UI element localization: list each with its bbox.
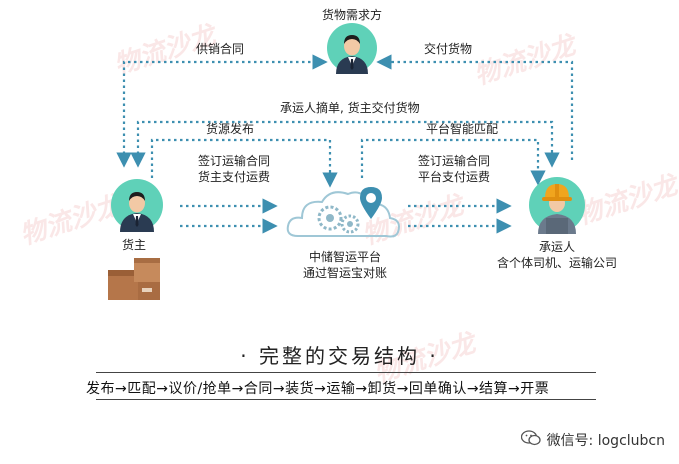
platform-cloud-icon: [284, 184, 404, 244]
cargo-boxes-icon: [106, 256, 162, 300]
carrier-label-2: 含个体司机、运输公司: [496, 256, 617, 270]
divider-bottom: [96, 399, 596, 400]
deliver-goods-arrow: [376, 54, 574, 160]
smart-match-label: 平台智能匹配: [426, 122, 499, 136]
cargo-publish-label: 货源发布: [206, 122, 255, 136]
shipper-label: 货主: [122, 238, 147, 252]
left-contract-label-2: 货主支付运费: [198, 170, 271, 184]
platform-label-1: 中储智运平台: [308, 250, 381, 264]
left-contract-label-1: 签订运输合同: [198, 154, 271, 168]
demand-party-avatar: [326, 22, 378, 74]
wechat-id-label: 微信号: logclubcn: [546, 433, 665, 449]
carrier-pick-arrow: [130, 120, 560, 168]
wechat-footer: 微信号: logclubcn: [520, 430, 665, 450]
location-pin-icon: [358, 186, 384, 220]
process-flow-text: 发布→匹配→议价/抢单→合同→装货→运输→卸货→回单确认→结算→开票: [86, 381, 550, 397]
wechat-icon: [520, 430, 541, 450]
divider-top: [96, 372, 596, 373]
shipper-avatar: [110, 178, 164, 232]
demand-party-label: 货物需求方: [321, 8, 382, 22]
supply-contract-label: 供销合同: [196, 42, 245, 56]
supply-contract-arrow: [116, 54, 328, 168]
platform-label-2: 通过智运宝对账: [302, 266, 387, 280]
cargo-publish-arrow: [150, 138, 338, 188]
diagram-title: · 完整的交易结构 ·: [240, 344, 439, 368]
carrier-label-1: 承运人: [538, 240, 575, 254]
right-contract-label-1: 签订运输合同: [418, 154, 491, 168]
right-contract-label-2: 平台支付运费: [418, 170, 491, 184]
smart-match-arrow: [360, 138, 546, 186]
carrier-avatar: [528, 172, 586, 234]
carrier-pick-label: 承运人摘单, 货主交付货物: [280, 101, 420, 115]
deliver-goods-label: 交付货物: [424, 42, 473, 56]
